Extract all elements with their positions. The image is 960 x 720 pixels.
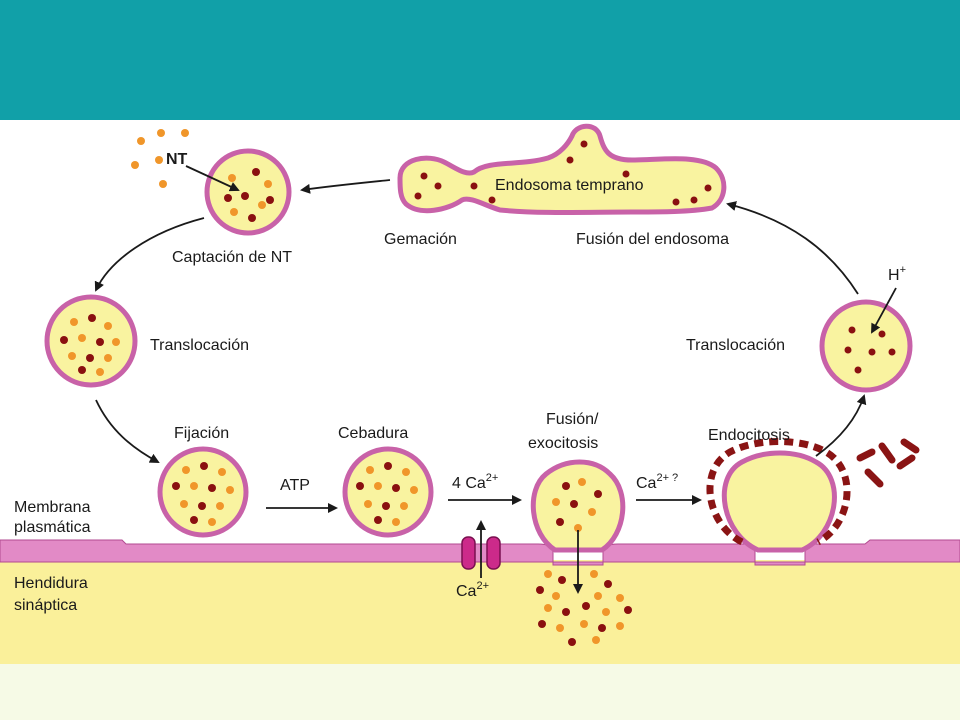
free-clathrin [856, 438, 920, 488]
label-fijacion: Fijación [174, 425, 229, 442]
label-cebadura: Cebadura [338, 425, 408, 442]
header-band [0, 0, 960, 120]
arrow-cycle-right-up [815, 394, 867, 457]
proton-arrow [871, 287, 897, 334]
released-nt [536, 570, 632, 646]
vesicle-fusion [530, 459, 626, 553]
label-translocacion-right: Translocación [686, 337, 785, 354]
arrow-cycle-top-left [300, 179, 391, 194]
label-fusion: Fusión/ [546, 411, 599, 428]
synaptic-cleft [0, 560, 960, 664]
label-hendidura-2: sináptica [14, 597, 77, 614]
label-atp: ATP [280, 477, 310, 494]
free-nt-molecules [131, 129, 189, 188]
label-endosoma-temprano: Endosoma temprano [495, 177, 644, 194]
nt-dots-translocation-right [844, 326, 896, 374]
label-translocacion-left: Translocación [150, 337, 249, 354]
nt-dots-docking [172, 462, 234, 526]
early-endosome [397, 123, 727, 215]
label-h-plus: H+ [888, 264, 906, 284]
label-endocitosis: Endocitosis [708, 427, 790, 444]
label-membrana-1: Membrana [14, 499, 91, 516]
label-exocitosis: exocitosis [528, 435, 598, 452]
calcium-channel [461, 536, 501, 570]
nt-dots-endosome [414, 140, 712, 206]
arrow-cycle-left-down [94, 217, 205, 292]
nt-dots-uptake [224, 168, 274, 222]
vesicle-translocation-left [44, 294, 138, 388]
label-nt: NT [166, 151, 188, 168]
arrow-cycle-right-top [726, 201, 859, 295]
label-hendidura-1: Hendidura [14, 575, 88, 592]
arrow-cycle-left-lower [95, 399, 160, 463]
label-ca-question: Ca2+ ? [636, 472, 678, 492]
label-captacion: Captación de NT [172, 249, 292, 266]
label-4-ca: 4 Ca2+ [452, 472, 498, 492]
footer-band [0, 664, 960, 720]
endocytic-pit [721, 450, 837, 553]
vesicle-priming [342, 446, 434, 538]
clathrin-coat [706, 438, 851, 546]
label-gemacion: Gemación [384, 231, 457, 248]
label-fusion-endosoma: Fusión del endosoma [576, 231, 729, 248]
nt-dots-translocation-left [60, 314, 120, 376]
label-membrana-2: plasmática [14, 519, 91, 536]
nt-dots-fusion [552, 478, 602, 532]
nt-uptake-vesicle [204, 148, 292, 236]
nt-uptake-arrow [185, 165, 240, 192]
nt-dots-priming [356, 462, 418, 526]
vesicle-translocation-right [819, 299, 913, 393]
label-ca-channel: Ca2+ [456, 580, 489, 600]
